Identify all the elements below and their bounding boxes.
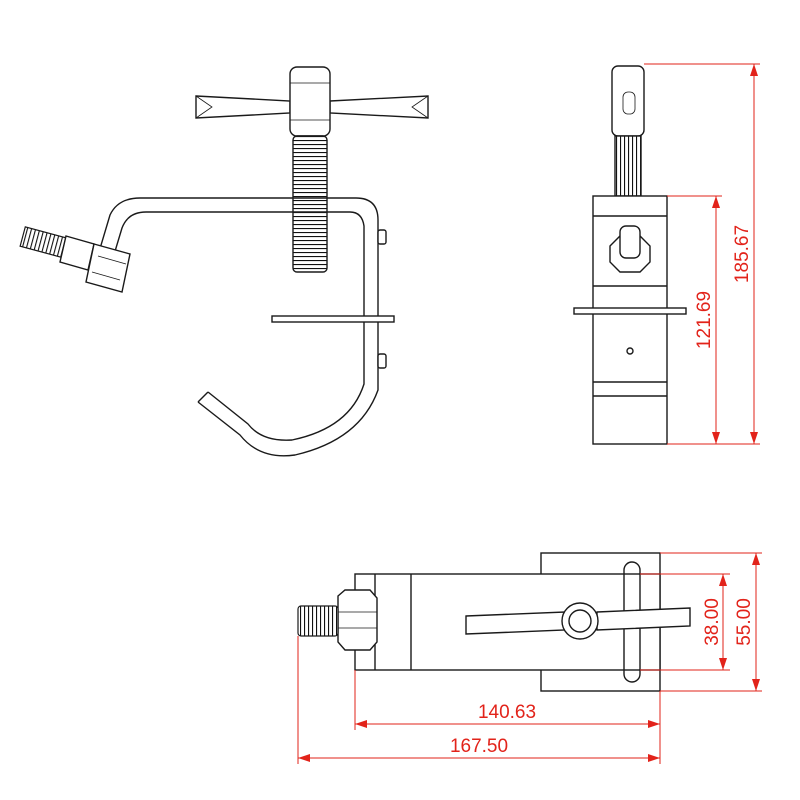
threaded-screw bbox=[292, 135, 328, 273]
dim-label-167-50: 167.50 bbox=[450, 736, 508, 757]
dim-label-185-67: 185.67 bbox=[732, 225, 753, 283]
top-nut bbox=[337, 589, 378, 651]
dim-overall-height: 185.67 bbox=[644, 63, 760, 445]
side-view bbox=[19, 66, 429, 457]
dim-label-55-00: 55.00 bbox=[734, 598, 755, 646]
c-hook-body bbox=[95, 197, 379, 457]
dim-label-121-69: 121.69 bbox=[694, 291, 715, 349]
mounting-bolt-side bbox=[19, 226, 131, 293]
dim-body-height: 121.69 bbox=[667, 195, 722, 444]
dim-label-38-00: 38.00 bbox=[702, 598, 723, 646]
t-handle-end bbox=[611, 65, 645, 137]
safety-plate bbox=[271, 315, 395, 323]
dim-inner-width: 38.00 bbox=[640, 573, 730, 671]
front-view: 185.67 121.69 bbox=[573, 63, 760, 445]
front-safety-plate bbox=[573, 307, 687, 315]
top-view: 38.00 55.00 140.63 167.50 bbox=[297, 552, 762, 764]
top-bolt bbox=[297, 605, 339, 637]
front-threaded-screw bbox=[614, 135, 642, 197]
dim-overall-length: 167.50 bbox=[297, 636, 660, 764]
dim-plate-width: 55.00 bbox=[660, 552, 762, 692]
dim-body-length: 140.63 bbox=[354, 670, 661, 764]
t-handle bbox=[195, 66, 429, 137]
dim-label-140-63: 140.63 bbox=[478, 702, 536, 723]
